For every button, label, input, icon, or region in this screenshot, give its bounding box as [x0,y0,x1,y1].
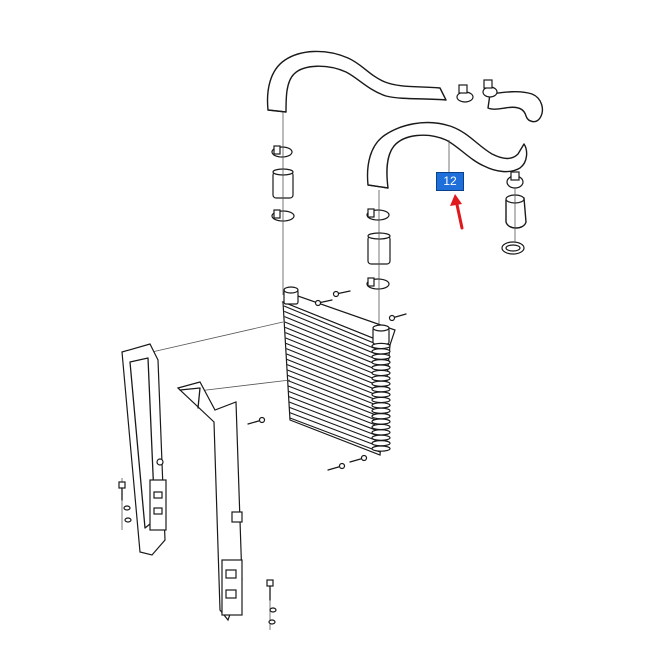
oil-cooler [281,286,396,456]
cooler-side-fin [371,440,391,447]
cooler-fin [289,406,381,443]
bolt-cooler-top-1 [314,299,333,307]
cooler-side-fin [371,429,391,436]
cooler-fin [284,326,386,369]
cooler-inlet-right [372,324,390,345]
cooler-fin [286,348,384,389]
cooler-side-fin [371,407,391,414]
cooler-fin [288,401,382,438]
cooler-side-fin [371,364,391,371]
cooler-fin [284,310,386,354]
hose-part-12 [366,121,528,189]
washer-bracket-left [123,505,132,523]
cooler-fin [288,396,382,433]
mounting-bracket-left [121,343,167,556]
cooler-fin [285,337,385,379]
cooler-fin [289,417,381,453]
bolt-cooler-bottom-1 [327,462,346,471]
callout-label-12: 12 [436,172,464,191]
cooler-fin [286,364,384,403]
cooler-fin [287,380,383,418]
hose-clamp-mid-2 [366,277,390,290]
red-pointer-arrow [450,194,464,230]
cooler-fin [284,321,386,364]
cooler-fin [286,358,384,399]
cooler-side-fin [371,375,391,382]
washer-bracket-right [268,607,277,625]
cooler-fin [287,369,383,408]
cooler-side-fin [371,353,391,360]
cooler-side-fin [371,359,391,366]
cooler-inlet-left [283,286,299,305]
hose-clamp-upper-2 [482,79,498,98]
cooler-fins [283,305,387,453]
cooler-side-fin [371,348,391,355]
hose-clamp-right-2 [501,241,525,255]
cooler-side-fin [371,391,391,398]
cooler-side-fin [371,445,391,452]
cooler-side-fin [371,402,391,409]
cooler-side-fins [371,342,391,452]
leader-bracket-right [189,379,291,393]
cooler-side-fin [371,423,391,431]
bolt-cooler-left-1 [247,416,266,425]
bolt-bracket-left-1 [118,481,126,501]
cooler-fin [288,385,382,423]
hose-clamp-right-1 [506,171,524,189]
cooler-fin [286,353,384,394]
cooler-side-fin [371,369,391,377]
cooler-side-fin [371,413,391,420]
bolt-cooler-bottom-2 [349,454,368,463]
cooler-fin [284,316,386,359]
hose-clamp-left-1 [271,145,293,158]
cooler-fin [283,305,387,349]
cooler-fin [285,342,385,384]
cooler-side-fin [371,386,391,393]
hose-connector-right [505,194,527,229]
hose-clamp-mid-1 [366,208,390,221]
cooler-fin [289,412,381,448]
cooler-fin [287,374,383,413]
upper-hose-right-end [487,91,544,123]
bolt-cooler-top-2 [332,290,351,298]
leader-bracket-left [151,321,284,353]
cooler-side-fin [371,396,391,404]
cooler-side-fin [371,380,391,387]
cooler-side-fin [371,418,391,425]
cooler-side-fin [371,342,391,350]
cooler-fin [285,332,385,374]
cooler-side-fin [371,434,391,441]
bolt-bracket-right-1 [266,579,274,601]
mounting-bracket-right [176,381,243,622]
bolt-cooler-right-1 [388,313,407,322]
hose-clamp-upper-1 [456,84,474,103]
upper-hose-left [266,50,447,113]
cooler-fin [288,390,382,428]
